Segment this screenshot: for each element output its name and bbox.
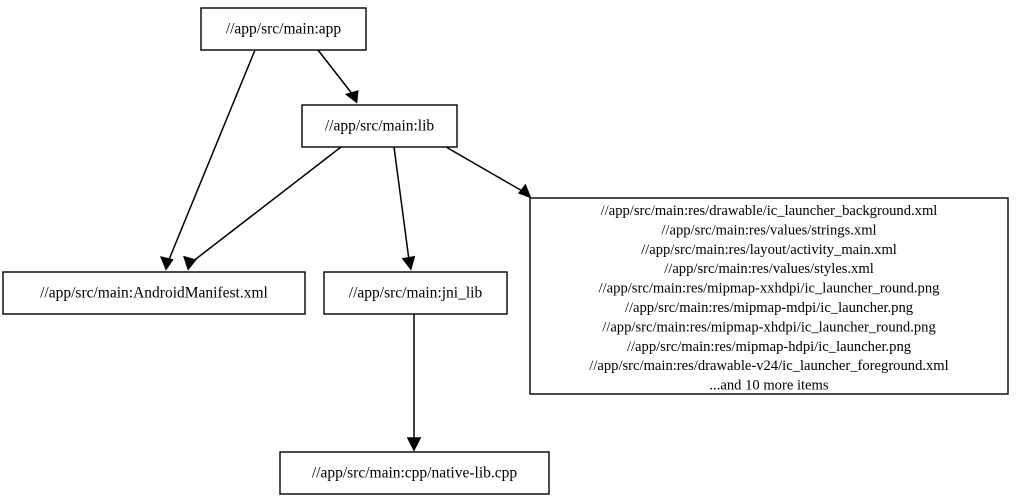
edge-layer	[160, 49, 532, 452]
edge-jni-lib-to-native-lib	[406, 314, 422, 452]
edge-app-to-lib	[317, 49, 359, 104]
node-label: //app/src/main:jni_lib	[349, 285, 483, 302]
resource-line: //app/src/main:res/layout/activity_main.…	[641, 242, 897, 258]
node-android-manifest[interactable]: //app/src/main:AndroidManifest.xml	[2, 271, 306, 315]
resource-line: //app/src/main:res/drawable/ic_launcher_…	[601, 203, 938, 219]
node-box[interactable]	[2, 271, 306, 315]
arrowhead-icon	[160, 256, 174, 271]
resource-line: //app/src/main:res/mipmap-mdpi/ic_launch…	[625, 300, 914, 316]
node-native-lib-cpp[interactable]: //app/src/main:cpp/native-lib.cpp	[279, 451, 550, 495]
arrowhead-icon	[344, 90, 359, 104]
node-layer: //app/src/main:app //app/src/main:lib //…	[2, 7, 1009, 495]
edge-line	[445, 146, 525, 193]
node-label: //app/src/main:lib	[325, 118, 435, 135]
edge-line	[317, 49, 354, 96]
node-box[interactable]	[529, 197, 1009, 395]
node-label: //app/src/main:app	[226, 21, 342, 38]
node-label: //app/src/main:AndroidManifest.xml	[40, 285, 268, 302]
edge-lib-to-jni-lib	[393, 146, 416, 271]
node-box[interactable]	[200, 7, 367, 51]
arrowhead-icon	[401, 255, 416, 271]
node-jni-lib[interactable]: //app/src/main:jni_lib	[323, 271, 508, 315]
node-label: //app/src/main:cpp/native-lib.cpp	[312, 465, 518, 482]
resource-line: //app/src/main:res/drawable-v24/ic_launc…	[589, 358, 948, 374]
edge-line	[393, 146, 410, 261]
resource-line: ...and 10 more items	[709, 378, 828, 394]
edge-line	[167, 49, 256, 263]
resource-line: //app/src/main:res/mipmap-xxhdpi/ic_laun…	[599, 281, 941, 297]
edge-line	[191, 146, 342, 263]
resource-line: //app/src/main:res/values/strings.xml	[661, 222, 876, 238]
node-app[interactable]: //app/src/main:app	[200, 7, 367, 51]
arrowhead-icon	[183, 255, 197, 271]
node-box[interactable]	[301, 104, 458, 148]
node-box[interactable]	[323, 271, 508, 315]
edge-app-to-manifest	[160, 49, 256, 271]
resource-line: //app/src/main:res/mipmap-xhdpi/ic_launc…	[602, 319, 936, 335]
resource-line: //app/src/main:res/mipmap-hdpi/ic_launch…	[627, 339, 912, 355]
edge-lib-to-resources	[445, 146, 532, 199]
node-lib[interactable]: //app/src/main:lib	[301, 104, 458, 148]
resource-line: //app/src/main:res/values/styles.xml	[664, 261, 874, 277]
node-resources[interactable]: //app/src/main:res/drawable/ic_launcher_…	[529, 197, 1009, 395]
arrowhead-icon	[518, 183, 532, 199]
edge-lib-to-manifest	[183, 146, 342, 271]
node-box[interactable]	[279, 451, 550, 495]
arrowhead-icon	[406, 437, 422, 452]
